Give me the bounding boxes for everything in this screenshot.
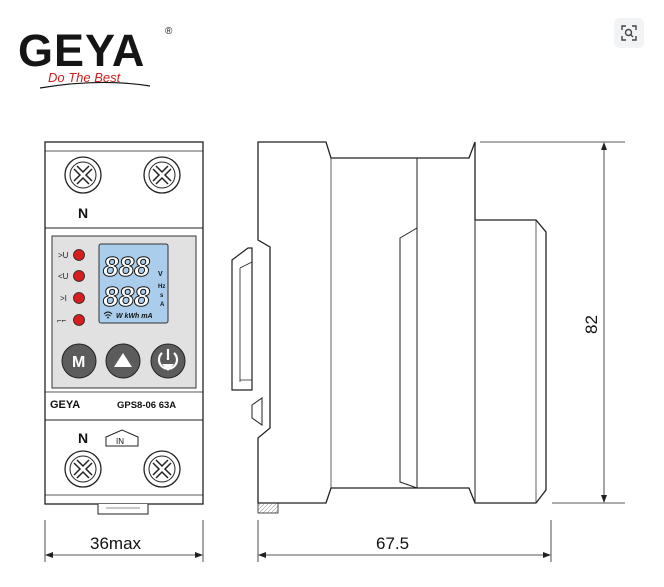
dimension-width: 36max [44, 520, 204, 562]
terminal-bottom-label: N [78, 430, 88, 446]
indicator-label: >I [60, 294, 67, 303]
up-button[interactable] [105, 343, 141, 379]
clip-foot [257, 502, 279, 514]
power-icon [157, 349, 179, 371]
indicator-row: >I [60, 292, 85, 304]
din-rail [231, 247, 253, 391]
side-view [231, 141, 547, 514]
dimension-width-label: 36max [90, 534, 142, 553]
screw-terminal [64, 450, 102, 488]
wifi-icon [103, 311, 113, 319]
lcd-digits-top: 888 [103, 251, 150, 282]
brand-slogan: Do The Best [48, 70, 122, 85]
visual-search-button[interactable] [614, 18, 644, 48]
terminal-top-label: N [78, 205, 88, 221]
slogan-underline [39, 81, 151, 89]
lcd-unit-a: A [160, 302, 165, 308]
side-outline [257, 141, 547, 504]
dimension-height: 82 [480, 141, 625, 504]
registered-mark: ® [165, 26, 173, 37]
indicator-label: >U [58, 251, 69, 260]
lcd-unit-s: s [160, 293, 164, 299]
brand-name: GEYA [18, 25, 145, 76]
indicator-row: ⌐⌐ [57, 314, 85, 326]
lcd-digits-bottom: 888 [103, 281, 150, 312]
inlet-label: IN [116, 437, 124, 446]
model-brand: GEYA [50, 399, 80, 411]
dimension-depth: 67.5 [257, 520, 552, 562]
lcd-units-bottom: W kWh mA [116, 313, 153, 320]
screw-terminal [143, 450, 181, 488]
model-name: GPS8-06 63A [117, 400, 176, 411]
inlet-marker: IN [105, 429, 139, 447]
up-arrow-icon [114, 353, 132, 367]
indicator-row: <U [58, 270, 85, 282]
indicator-led [73, 270, 85, 282]
indicator-led [73, 292, 85, 304]
indicator-label: ⌐⌐ [57, 316, 67, 325]
lcd-screen [98, 243, 169, 324]
indicator-led [73, 249, 85, 261]
screw-terminal [143, 156, 181, 194]
dimension-depth-label: 67.5 [376, 534, 409, 553]
geya-logo: GEYA ® Do The Best [18, 25, 173, 89]
visual-search-icon [621, 25, 637, 41]
lcd-unit-hz: Hz [158, 284, 165, 290]
indicator-label: <U [58, 272, 69, 281]
dimension-height-label: 82 [582, 315, 601, 334]
m-button-label: M [72, 354, 85, 371]
power-button[interactable] [150, 343, 186, 379]
screw-terminal [64, 156, 102, 194]
front-view: N >U <U >I ⌐⌐ 888 V 888 Hz s A [44, 141, 204, 515]
din-clip [97, 504, 149, 515]
m-button[interactable]: M [61, 343, 97, 379]
indicator-led [73, 314, 85, 326]
indicator-row: >U [58, 249, 85, 261]
lcd-unit-v: V [158, 271, 163, 278]
